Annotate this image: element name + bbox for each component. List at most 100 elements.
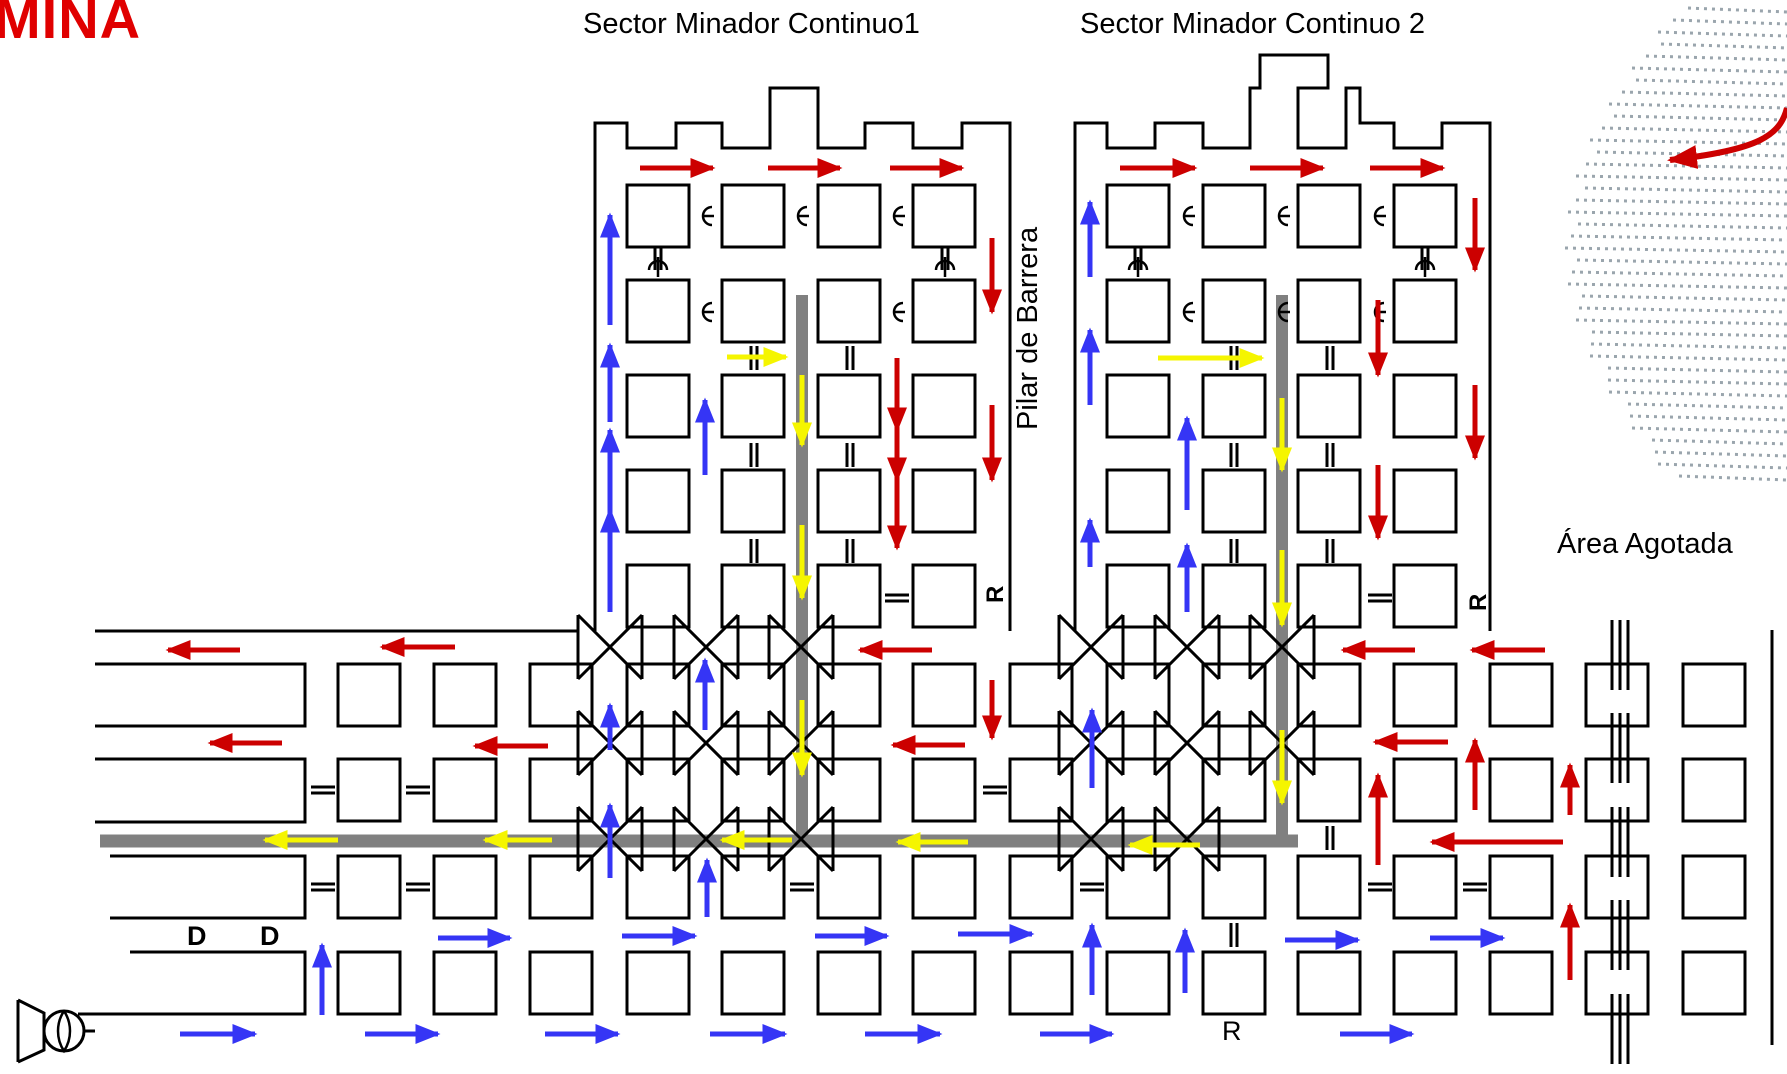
stopping-icon [790,882,814,892]
mined-out-texture-line [1584,186,1787,194]
pillar [528,757,594,823]
pillar [1296,373,1362,439]
pillar [336,854,402,920]
mined-out-texture-line [1657,30,1787,38]
curtain-icon [647,257,669,277]
regulator-label-bottom: R [1222,1016,1242,1046]
stopping-icon [1229,443,1239,467]
pillar [1105,950,1171,1016]
pillar [1201,278,1267,344]
mined-out-texture-line [1660,42,1787,50]
pillar [1296,278,1362,344]
pillar [625,854,691,920]
pillar [816,950,882,1016]
mined-out-area-label: Área Agotada [1557,528,1733,560]
stopping-icon [311,882,335,892]
pillar [625,563,691,629]
curtain-icon [892,205,905,227]
pillar [720,662,786,728]
curtain-icon [796,205,809,227]
pillar [1681,854,1747,920]
curtain-icon [701,205,714,227]
pillar [1201,757,1267,823]
stopping-icon [1325,443,1335,467]
mined-out-texture-line [1590,342,1787,350]
pillar [1392,950,1458,1016]
stopping-icon [653,246,663,270]
pillar [1201,950,1267,1016]
mined-out-texture-line [1629,414,1787,422]
pillar [911,757,977,823]
pillar [911,563,977,629]
return-air-arrow [1667,107,1787,169]
pillar [1392,183,1458,249]
pillar [816,662,882,728]
pillar [720,468,786,534]
mined-out-texture-line [1608,102,1787,110]
mined-out-texture-line [1645,54,1787,62]
overcast-icon [1057,613,1125,681]
overcast-icon [1248,613,1316,681]
stopping-icon [940,246,950,270]
overcast-icon [767,613,835,681]
overcast-icon [1153,709,1221,777]
pillar [1201,373,1267,439]
pillar [1296,757,1362,823]
pillar [816,757,882,823]
curtain-icon [1414,257,1436,277]
mined-out-texture-line [1613,114,1787,122]
pillar [1008,854,1074,920]
pillar [1392,373,1458,439]
pillar [911,278,977,344]
pillar [625,662,691,728]
pillar [720,950,786,1016]
pillar [625,468,691,534]
pillar [1105,278,1171,344]
pillar [1392,854,1458,920]
pillar [816,468,882,534]
main-fan-icon [16,998,46,1064]
mined-out-texture-line [1570,234,1787,242]
pillar [1296,563,1362,629]
mined-out-texture-line [1575,198,1787,206]
stopping-icon [845,443,855,467]
pillar [816,563,882,629]
entry-pillar-long [110,854,307,920]
pillar [816,373,882,439]
mined-out-texture-line [1567,210,1787,218]
stopping-icon [1325,539,1335,563]
stopping-icon [983,785,1007,795]
stopping-icon [1368,593,1392,603]
pillar [1201,468,1267,534]
seal-icon [1610,620,1630,690]
pillar [1105,854,1171,920]
curtain-icon [1373,205,1386,227]
curtain-icon [1182,205,1195,227]
pillar [1392,757,1458,823]
stopping-icon [1325,826,1335,850]
pillar [816,183,882,249]
mined-out-texture-line [1601,126,1787,134]
pillar [1296,468,1362,534]
stopping-icon [749,443,759,467]
overcast-icon [672,709,740,777]
main-fan-icon [56,1010,72,1054]
pillar [1201,854,1267,920]
door-label-1: D [187,921,207,951]
pillar [1201,662,1267,728]
barrier-pillar-label: Pilar de Barrera [1012,226,1044,430]
mined-out-texture-line [1567,282,1787,290]
curtain-icon [1182,301,1195,323]
stopping-icon [1420,246,1430,270]
pillar [1105,468,1171,534]
mined-out-texture-line [1607,366,1787,374]
stopping-icon [1133,246,1143,270]
mined-out-texture-line [1687,6,1787,14]
pillar [1008,757,1074,823]
mined-out-texture-line [1621,90,1787,98]
sector-1-outline [593,86,1012,631]
pillar [625,373,691,439]
entry-pillar-long [78,950,307,1016]
